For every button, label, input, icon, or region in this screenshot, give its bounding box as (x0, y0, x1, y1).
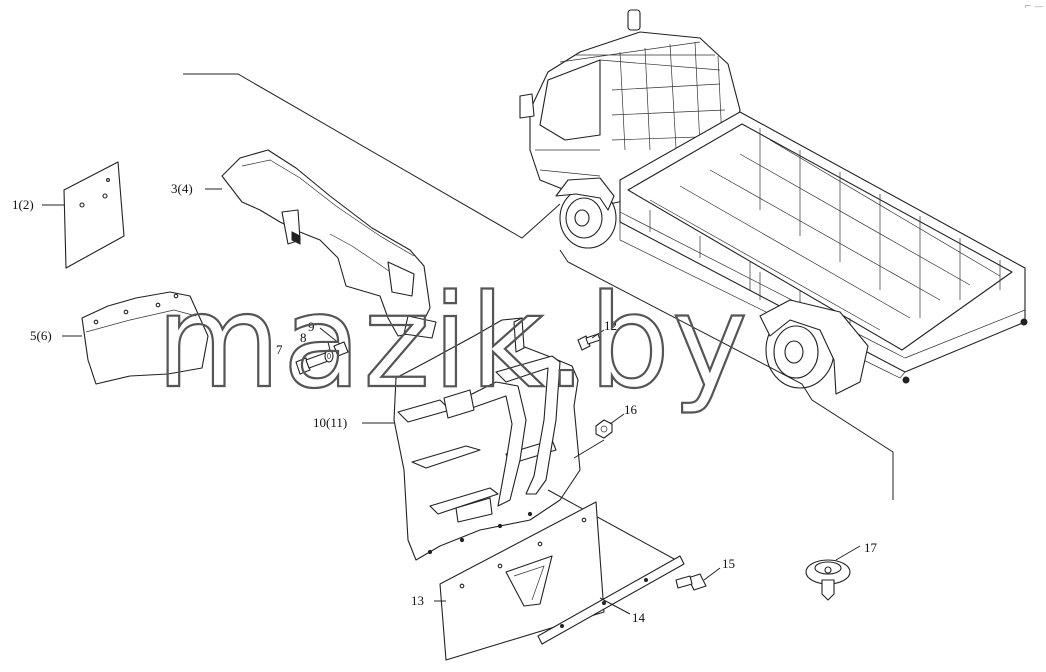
leader-p14 (599, 597, 631, 615)
label-p10: 10(11) (313, 415, 347, 430)
leader-p9 (319, 327, 341, 345)
label-p16: 16 (624, 402, 638, 417)
nut-icon (595, 419, 613, 439)
leader-mudguard-16 (573, 439, 605, 459)
nut-icon (333, 341, 349, 357)
leader-to-front-wheel (183, 73, 561, 239)
label-p12: 12 (604, 318, 617, 333)
label-p8: 8 (300, 330, 307, 345)
leader-p15 (703, 567, 721, 581)
fender-panel-icon (81, 291, 209, 385)
rear-fender-bracket-icon (221, 149, 437, 339)
label-p9: 9 (308, 319, 315, 334)
truck-illustration-icon (519, 9, 1028, 395)
washer-icon (324, 349, 334, 363)
label-p5: 5(6) (30, 328, 52, 343)
label-p17: 17 (864, 540, 878, 555)
watermark-text: mazik.by (156, 268, 750, 417)
bolt-icon (675, 573, 707, 591)
label-p1: 1(2) (12, 197, 34, 212)
leader-p17 (835, 545, 861, 561)
screw-icon (577, 333, 601, 351)
leader-to-rear-wheel (559, 249, 894, 500)
leader-p12 (591, 329, 605, 339)
label-p14: 14 (632, 610, 646, 625)
leader-p16 (609, 413, 625, 425)
label-p7: 7 (276, 342, 283, 357)
label-p15: 15 (722, 556, 735, 571)
plastic-clip-icon (805, 559, 851, 601)
label-p13: 13 (411, 593, 424, 608)
clamping-strip-icon (537, 555, 685, 645)
mudguard-icon (393, 317, 581, 561)
mudflap-icon (439, 501, 605, 661)
leader-p8 (327, 341, 331, 351)
mudflap-plate-icon (63, 161, 125, 269)
leader-mudguard-strip (547, 489, 677, 561)
label-p3: 3(4) (171, 181, 193, 196)
corner-mark: ⌐ — (1024, 2, 1043, 12)
